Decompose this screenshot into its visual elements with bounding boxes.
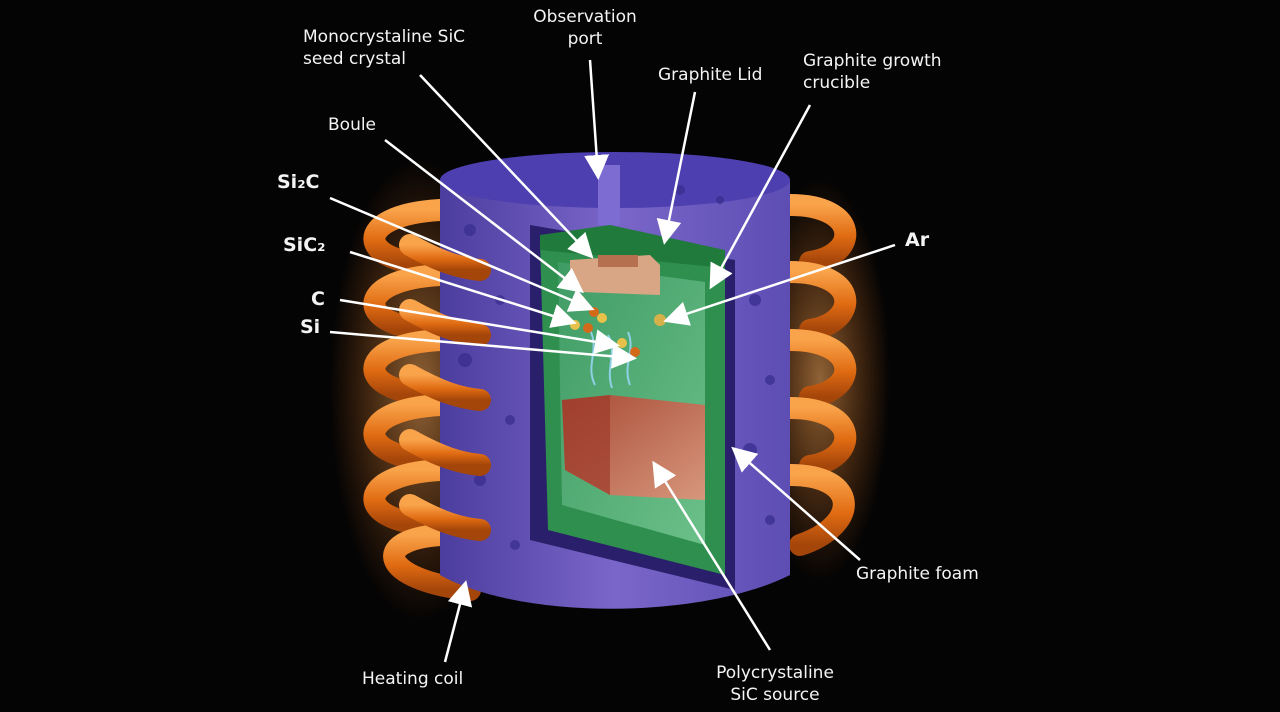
seed-crystal bbox=[598, 255, 638, 267]
label-si: Si bbox=[300, 316, 321, 338]
label-graphite-foam: Graphite foam bbox=[856, 564, 979, 584]
heating-coil-left bbox=[363, 199, 481, 601]
heating-coil-right bbox=[779, 194, 857, 556]
label-si2c: Si₂C bbox=[277, 171, 320, 193]
label-boule: Boule bbox=[328, 115, 377, 135]
heating-coil-front bbox=[399, 234, 491, 541]
observation-port bbox=[598, 165, 620, 225]
label-heating-coil: Heating coil bbox=[362, 669, 464, 689]
label-c: C bbox=[311, 288, 325, 310]
sic-source-cut bbox=[562, 395, 610, 495]
label-ar: Ar bbox=[905, 229, 930, 251]
callout-arrows bbox=[329, 59, 896, 663]
label-graphite-lid: Graphite Lid bbox=[658, 65, 763, 85]
label-sic2: SiC₂ bbox=[283, 234, 326, 256]
